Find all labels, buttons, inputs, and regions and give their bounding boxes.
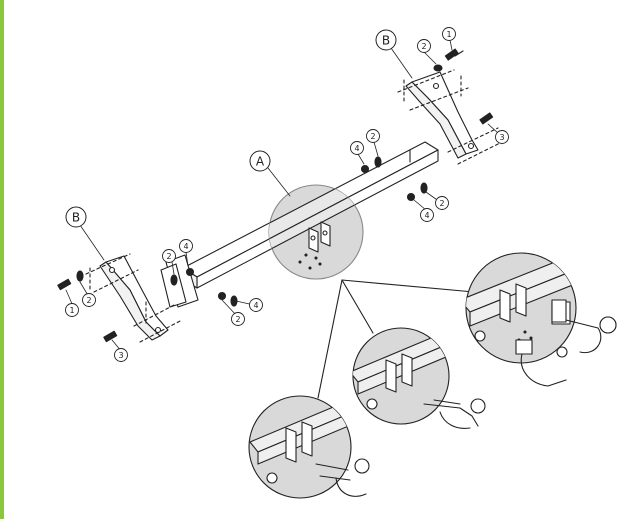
svg-text:A: A <box>256 155 265 169</box>
bolt-icon <box>57 278 72 291</box>
accent-bar <box>0 0 4 519</box>
bracket-left <box>85 253 183 343</box>
detail-leader-lines <box>317 279 475 399</box>
bolt-icon <box>103 330 118 343</box>
callout-left-end-nut-top: 4 <box>179 239 193 253</box>
svg-text:3: 3 <box>499 133 504 142</box>
svg-text:4: 4 <box>424 211 429 220</box>
callout-center-top-nut: 4 <box>350 141 364 155</box>
callout-center-lower-washer: 2 <box>435 196 449 210</box>
callout-right-bracket-washer: 2 <box>417 39 431 53</box>
detail-circle-variant-2 <box>352 327 479 429</box>
svg-text:3: 3 <box>118 351 123 360</box>
tow-ball-icon <box>470 398 486 414</box>
svg-text:2: 2 <box>370 132 375 141</box>
label-crossbar: A <box>249 150 271 172</box>
svg-text:2: 2 <box>235 315 240 324</box>
nut-icon <box>185 164 416 301</box>
svg-text:B: B <box>382 34 390 48</box>
detail-circle-variant-1 <box>465 252 617 387</box>
svg-text:4: 4 <box>183 242 188 251</box>
svg-text:1: 1 <box>69 306 74 315</box>
svg-text:4: 4 <box>253 301 258 310</box>
callout-left-end-washer-bottom: 2 <box>231 312 245 326</box>
svg-text:B: B <box>72 211 80 225</box>
zoom-detail-circle <box>268 184 364 280</box>
callout-left-end-washer-top: 2 <box>162 249 176 263</box>
svg-text:2: 2 <box>421 42 426 51</box>
bracket-right <box>397 69 507 165</box>
washer-icon <box>170 156 428 307</box>
svg-text:2: 2 <box>166 252 171 261</box>
callout-right-bracket-lower-bolt: 3 <box>495 130 509 144</box>
callout-center-top-washer: 2 <box>366 129 380 143</box>
washer-icon <box>76 270 84 282</box>
washer-icon <box>433 64 443 72</box>
callout-center-lower-nut: 4 <box>420 208 434 222</box>
bolt-icon <box>479 112 494 125</box>
callout-leaders <box>65 39 499 353</box>
svg-text:1: 1 <box>446 30 451 39</box>
callout-left-bracket-bolt: 1 <box>65 303 79 317</box>
tow-ball-icon <box>599 316 617 334</box>
callout-left-bracket-washer: 2 <box>82 293 96 307</box>
tow-ball-icon <box>354 458 370 474</box>
callout-left-bracket-lower-bolt: 3 <box>114 348 128 362</box>
svg-text:2: 2 <box>439 199 444 208</box>
detail-circle-variant-3 <box>248 395 367 499</box>
label-bracket-left: B <box>65 206 87 228</box>
svg-text:2: 2 <box>86 296 91 305</box>
bolt-icon <box>444 48 464 61</box>
svg-text:4: 4 <box>354 144 359 153</box>
callout-left-end-nut-bottom: 4 <box>249 298 263 312</box>
label-bracket-right: B <box>375 29 397 51</box>
callout-right-bracket-bolt: 1 <box>442 27 456 41</box>
